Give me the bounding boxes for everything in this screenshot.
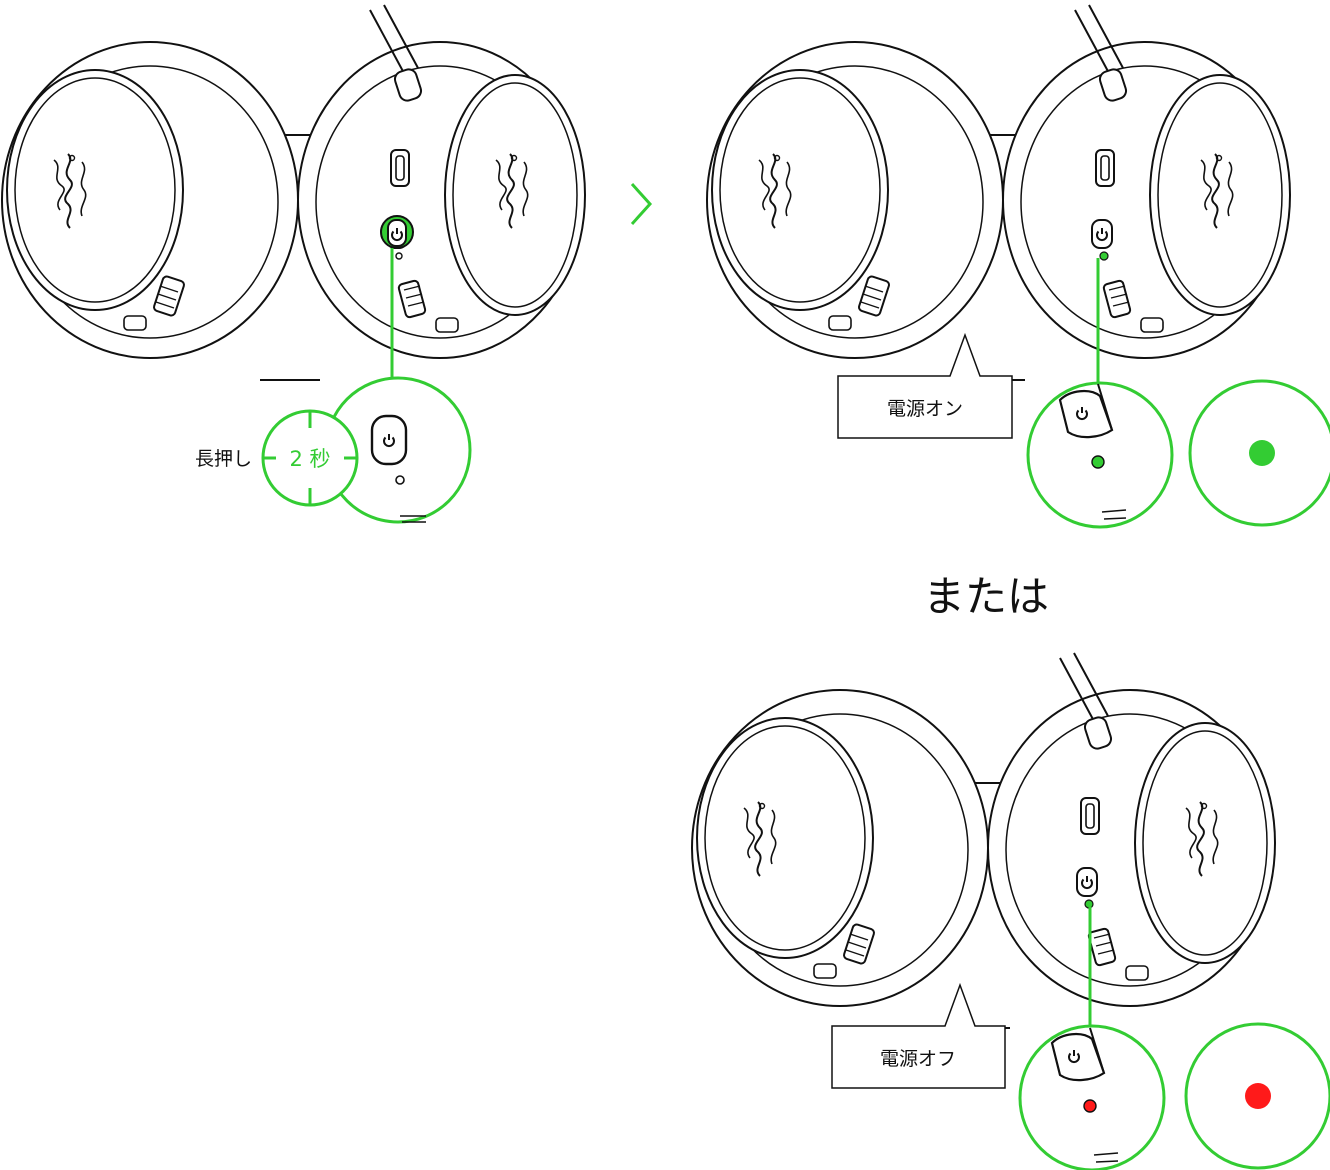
callout-power-on: [837, 332, 1013, 439]
zoom-led-off: [1018, 1024, 1166, 1170]
chevron-right-icon: [630, 182, 653, 226]
duration-label: 2 秒: [289, 447, 330, 471]
led-indicator-off: [1184, 1022, 1330, 1170]
or-label: または: [923, 572, 1049, 621]
press-hold-label: 長押し: [195, 448, 252, 470]
headset-power-off: [692, 653, 1275, 1028]
power-on-label: 電源オン: [887, 398, 963, 420]
headset-power-on: [707, 5, 1290, 380]
led-indicator-on: [1188, 379, 1330, 527]
headset-step1: [2, 5, 585, 380]
timer-icon: [261, 409, 359, 507]
power-button-highlight: [380, 215, 414, 249]
zoom-led-on: [1026, 381, 1174, 529]
callout-power-off: [831, 982, 1006, 1089]
zoom-power-button-step1: [324, 376, 472, 524]
power-off-label: 電源オフ: [880, 1048, 956, 1070]
